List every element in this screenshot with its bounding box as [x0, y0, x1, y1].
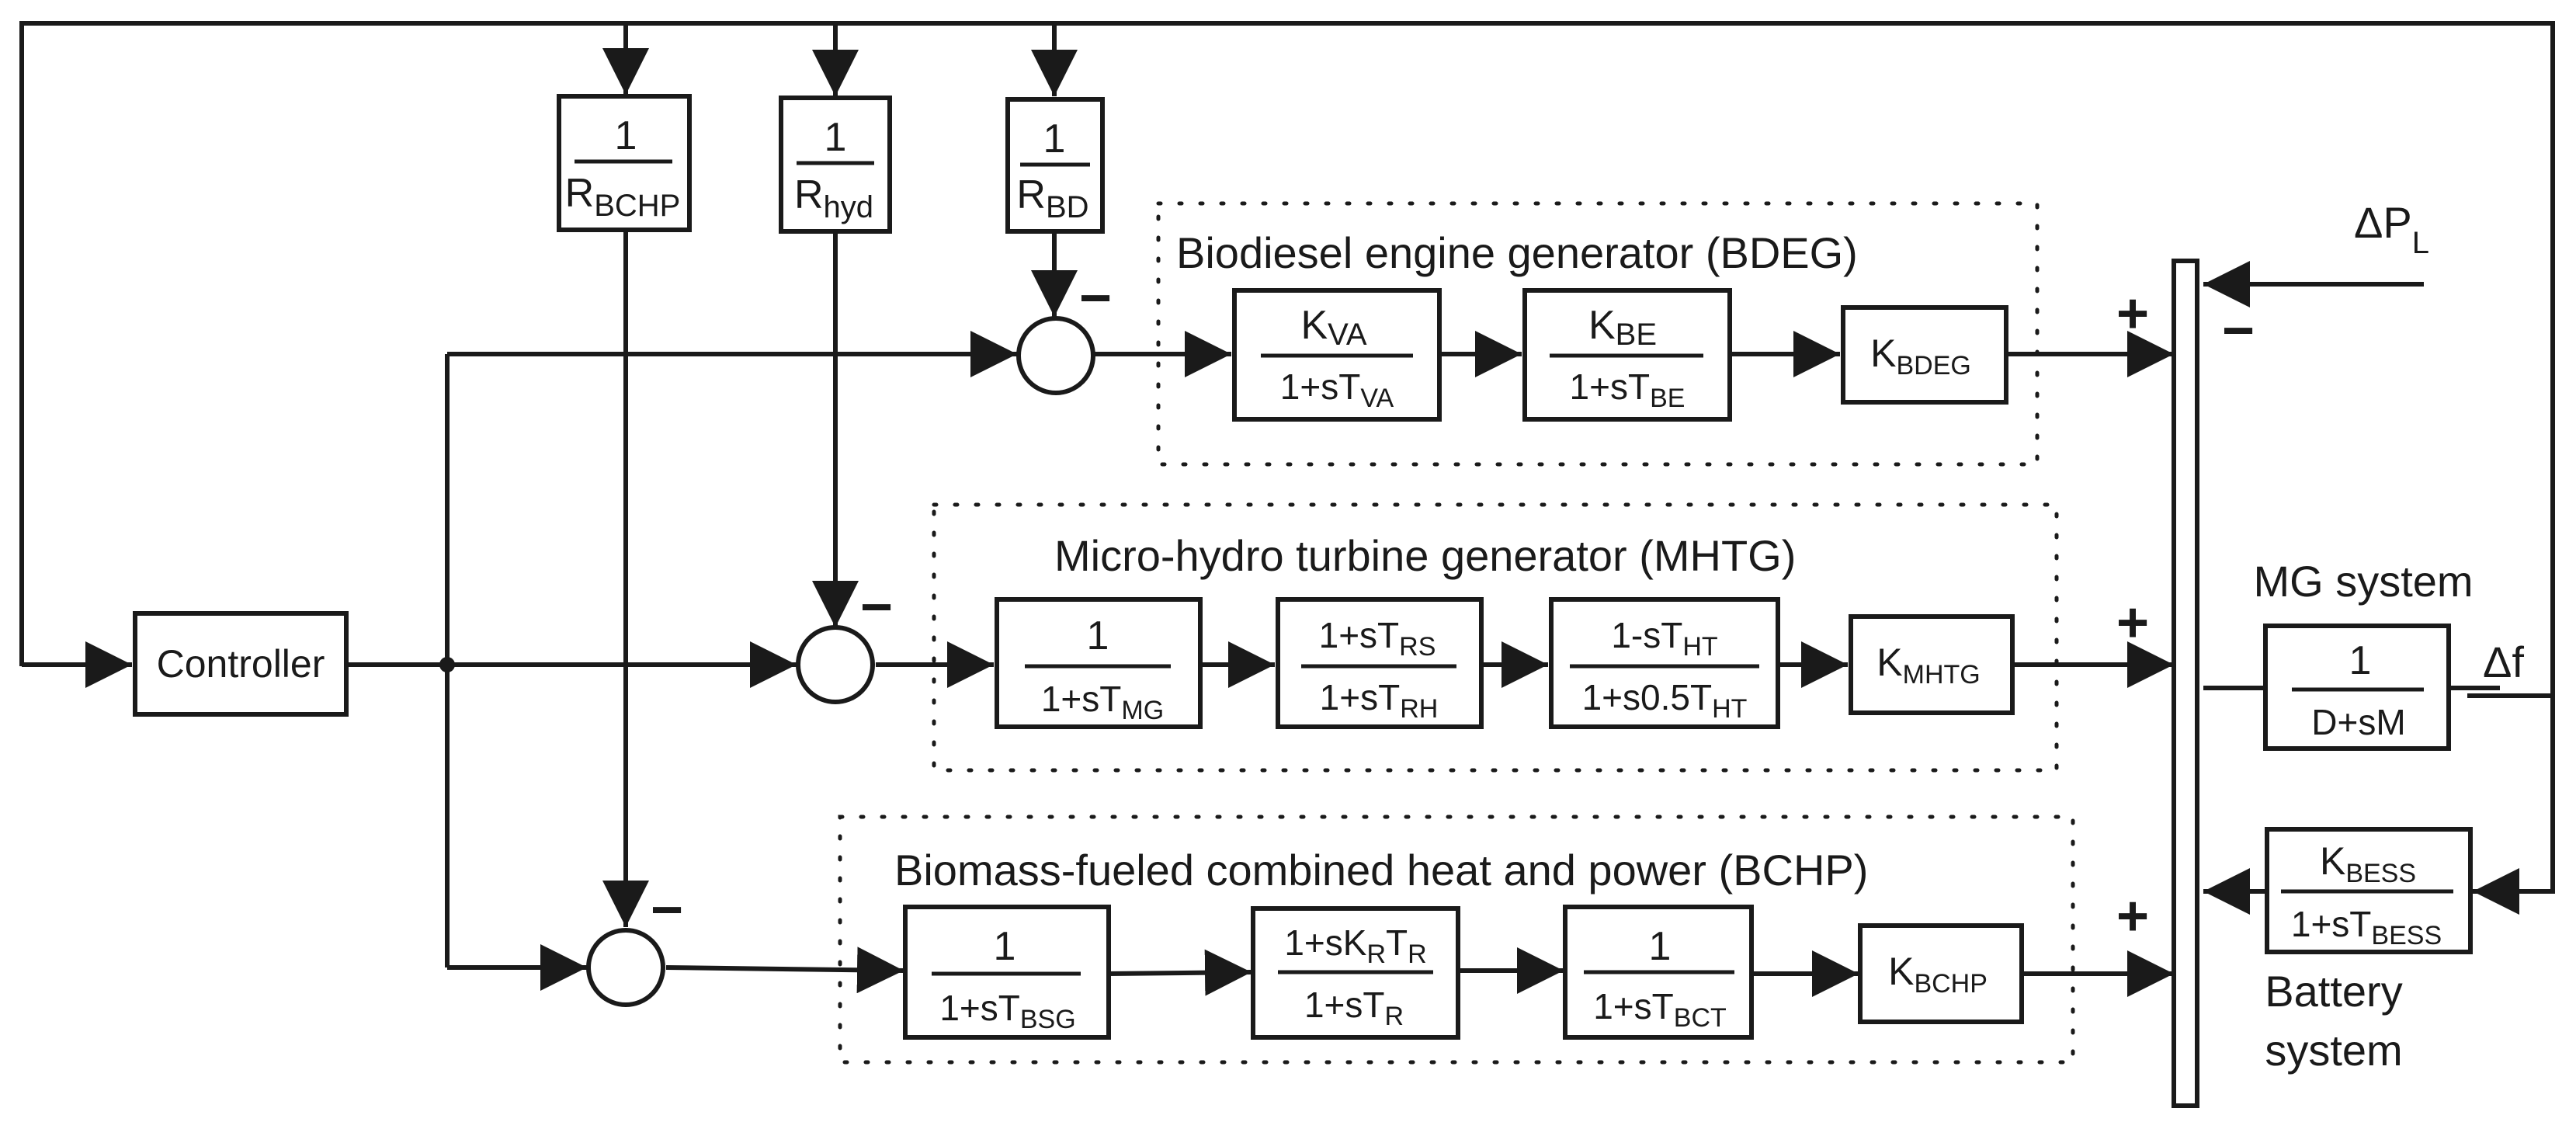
bdeg-valve-num: KVA: [1300, 303, 1366, 352]
bus-plus-mhtg: +: [2116, 592, 2149, 654]
mhtg-compensator-num: 1+sTRS: [1319, 615, 1436, 662]
bchp-reheat-num: 1+sKRTR: [1284, 922, 1426, 969]
droop-rbd-den: RBD: [1016, 172, 1088, 224]
bdeg-gain-block: [1841, 305, 2008, 405]
mhtg-title: Micro-hydro turbine generator (MHTG): [1054, 531, 1796, 580]
mg-system-den: D+sM: [2311, 702, 2405, 742]
sum-junction-mhtg: [796, 625, 875, 704]
bdeg-group-box: [1156, 201, 2040, 467]
battery-label-1: Battery: [2265, 967, 2402, 1016]
bus-plus-bchp: +: [2116, 885, 2149, 947]
bchp-title: Biomass-fueled combined heat and power (…: [894, 846, 1868, 895]
droop-rhyd-num: 1: [825, 115, 847, 160]
load-disturbance-label: ΔPL: [2354, 198, 2429, 260]
mhtg-gain: KMHTG: [1876, 641, 1980, 690]
bus-minus-load: −: [2222, 300, 2255, 362]
droop-rbd-num: 1: [1043, 116, 1066, 162]
bchp-turbine-num: 1: [1649, 924, 1672, 969]
sum1-minus: −: [1079, 267, 1112, 329]
mg-system-title: MG system: [2253, 557, 2473, 606]
mg-system-block: [2263, 624, 2451, 751]
sum2-minus: −: [860, 576, 893, 638]
mhtg-group-box: [932, 502, 2059, 773]
bchp-gain-block: [1858, 923, 2024, 1024]
mhtg-governor-num: 1: [1087, 613, 1109, 658]
droop-rbchp-den: RBCHP: [565, 171, 681, 223]
feedback-to-bess: [2473, 696, 2555, 915]
sum-junction-bchp: [586, 928, 665, 1007]
mhtg-turbine-block: [1549, 597, 1780, 729]
mhtg-gain-block: [1849, 614, 2015, 715]
mhtg-compensator-den: 1+sTRH: [1320, 677, 1439, 724]
bchp-group-box: [838, 815, 2075, 1065]
bdeg-engine-num: KBE: [1588, 303, 1657, 352]
bdeg-gain: KBDEG: [1870, 332, 1971, 380]
battery-label-2: system: [2265, 1026, 2402, 1075]
feedback-wire: [19, 21, 2555, 698]
controller-block: [133, 611, 349, 717]
bsg-to-r: [1108, 949, 1252, 996]
droop-rbchp-num: 1: [615, 113, 637, 158]
bus-plus-bdeg: +: [2116, 283, 2149, 345]
mg-system-num: 1: [2349, 638, 2372, 683]
sum3-minus: −: [651, 879, 683, 941]
bdeg-engine-den: 1+sTBE: [1570, 366, 1686, 413]
bchp-reheat-den: 1+sTR: [1304, 985, 1404, 1031]
mhtg-turbine-den: 1+s0.5THT: [1582, 677, 1748, 724]
sum3-to-bsg: [665, 947, 904, 994]
bess-den: 1+sTBESS: [2291, 904, 2442, 950]
frequency-deviation-label: Δf: [2483, 637, 2524, 686]
bdeg-valve-den: 1+sTVA: [1280, 366, 1394, 413]
bchp-turbine-den: 1+sTBCT: [1593, 986, 1727, 1033]
mhtg-compensator-block: [1276, 597, 1484, 729]
droop-rhyd-den: Rhyd: [794, 172, 873, 224]
bchp-gain: KBCHP: [1888, 950, 1988, 999]
bdeg-title: Biodiesel engine generator (BDEG): [1176, 228, 1858, 277]
bchp-governor-den: 1+sTBSG: [939, 988, 1075, 1034]
mhtg-governor-den: 1+sTMG: [1041, 679, 1164, 725]
bess-num: KBESS: [2320, 839, 2416, 888]
mhtg-turbine-num: 1-sTHT: [1611, 615, 1717, 662]
controller-label: Controller: [157, 642, 325, 686]
mhtg-governor-block: [995, 597, 1203, 729]
sum-junction-bdeg: [1016, 316, 1095, 395]
summing-bus: [2172, 259, 2199, 1108]
bchp-governor-num: 1: [994, 924, 1016, 969]
